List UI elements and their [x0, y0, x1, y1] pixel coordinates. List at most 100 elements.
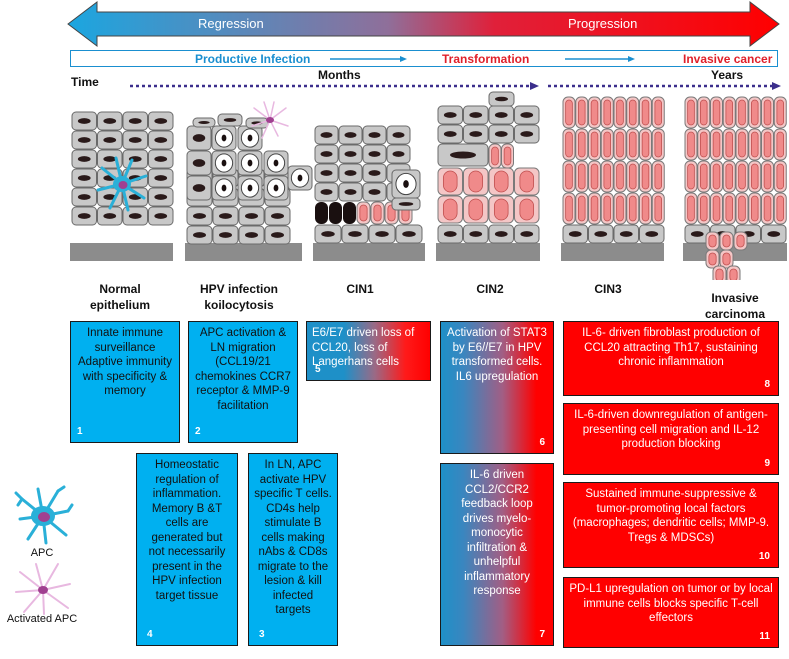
- dysplastic-nucleus: [715, 268, 724, 280]
- dysplastic-nucleus: [725, 195, 734, 222]
- basal-dark-nucleus: [315, 202, 328, 224]
- box-7: IL-6 driven CCL2/CCR2 feedback loop driv…: [440, 463, 554, 646]
- basement-membrane: [436, 243, 540, 261]
- cell-nucleus: [469, 131, 483, 137]
- box-11: PD-L1 upregulation on tumor or by local …: [563, 577, 779, 648]
- cell-nucleus: [103, 137, 117, 143]
- cell-nucleus: [403, 180, 409, 188]
- cell-nucleus: [320, 132, 333, 138]
- dysplastic-nucleus: [641, 195, 650, 222]
- dysplastic-nucleus: [628, 131, 637, 158]
- box-10-number: 10: [758, 550, 770, 562]
- cell-nucleus: [128, 213, 142, 219]
- dysplastic-nucleus: [590, 163, 599, 190]
- cell-nucleus: [77, 156, 91, 162]
- dysplastic-nucleus: [750, 99, 759, 126]
- dysplastic-nucleus: [654, 195, 663, 222]
- box-3-number: 3: [259, 628, 265, 640]
- box-9-text: IL-6-driven downregulation of antigen-pr…: [574, 409, 768, 450]
- cell-nucleus: [344, 170, 357, 176]
- basement-membrane: [561, 243, 664, 261]
- activated-apc-dendrite: [263, 101, 271, 121]
- cell-nucleus: [392, 151, 405, 157]
- dysplastic-nucleus: [708, 252, 717, 266]
- cell-nucleus: [103, 194, 117, 200]
- box-8: IL-6- driven fibroblast production of CC…: [563, 321, 779, 396]
- cell-nucleus: [368, 170, 381, 176]
- cell-nucleus: [392, 132, 405, 138]
- dysplastic-nucleus: [750, 131, 759, 158]
- dysplastic-nucleus: [763, 99, 772, 126]
- dysplastic-nucleus: [725, 163, 734, 190]
- cell-nucleus: [192, 184, 206, 192]
- cell-nucleus: [193, 213, 206, 219]
- cell-nucleus: [348, 231, 362, 237]
- dysplastic-nucleus: [468, 170, 484, 193]
- months-label: Months: [318, 68, 361, 82]
- cell-nucleus: [154, 137, 168, 143]
- cell-nucleus: [247, 134, 253, 142]
- cell-nucleus: [402, 231, 416, 237]
- cell-nucleus: [273, 184, 279, 192]
- box-4: Homeostatic regulation of inflammation. …: [136, 453, 238, 646]
- years-label: Years: [711, 68, 744, 82]
- dysplastic-nucleus: [738, 131, 746, 158]
- cell-nucleus: [223, 118, 237, 122]
- cell-nucleus: [192, 159, 206, 167]
- dysplastic-nucleus: [590, 99, 599, 126]
- dysplastic-nucleus: [738, 195, 746, 222]
- cell-nucleus: [221, 159, 227, 167]
- dysplastic-nucleus: [442, 198, 458, 221]
- dysplastic-nucleus: [641, 163, 650, 190]
- cell-nucleus: [154, 194, 168, 200]
- basement-membrane: [70, 243, 173, 261]
- cell-nucleus: [645, 231, 659, 237]
- dysplastic-nucleus: [565, 195, 573, 222]
- box-7-number: 7: [539, 628, 545, 640]
- cell-nucleus: [368, 151, 381, 157]
- cell-nucleus: [77, 175, 91, 181]
- box-4-text: Homeostatic regulation of inflammation. …: [148, 459, 226, 602]
- dysplastic-nucleus: [712, 131, 721, 158]
- cell-nucleus: [192, 134, 206, 142]
- cell-nucleus: [767, 231, 781, 237]
- cell-nucleus: [77, 118, 91, 124]
- stage-band: [70, 50, 778, 67]
- cell-nucleus: [344, 151, 357, 157]
- dysplastic-nucleus: [687, 195, 695, 222]
- stage-cin1: CIN1: [346, 282, 374, 296]
- basement-membrane: [313, 243, 425, 261]
- dysplastic-nucleus: [722, 234, 731, 248]
- box-3: In LN, APC activate HPV specific T cells…: [248, 453, 338, 646]
- cell-nucleus: [469, 231, 483, 237]
- regression-label: Regression: [198, 16, 264, 31]
- productive-infection-label: Productive Infection: [195, 52, 311, 66]
- dysplastic-nucleus: [603, 163, 612, 190]
- dysplastic-nucleus: [519, 170, 535, 193]
- dysplastic-nucleus: [738, 163, 746, 190]
- dysplastic-nucleus: [729, 268, 738, 280]
- cell-nucleus: [193, 232, 206, 238]
- box-11-number: 11: [759, 630, 770, 642]
- regression-progression-arrow: [67, 0, 780, 48]
- dysplastic-nucleus: [373, 204, 382, 222]
- dysplastic-nucleus: [699, 163, 708, 190]
- dysplastic-nucleus: [628, 195, 637, 222]
- cell-nucleus: [320, 189, 333, 195]
- cell-nucleus: [520, 112, 534, 118]
- activated-apc-nucleus: [266, 117, 274, 123]
- dysplastic-nucleus: [565, 131, 573, 158]
- cell-nucleus: [271, 232, 284, 238]
- apc-icon: [14, 485, 74, 545]
- box-1-number: 1: [77, 425, 83, 437]
- cell-nucleus: [375, 231, 389, 237]
- stage-arrows: [330, 56, 635, 62]
- cell-nucleus: [520, 131, 534, 137]
- box-5: E6/E7 driven loss of CCL20, loss of Lang…: [306, 321, 431, 381]
- cell-nucleus: [219, 232, 232, 238]
- activated-apc-dendrite: [269, 101, 275, 121]
- dysplastic-nucleus: [628, 99, 637, 126]
- box-1-text: Innate immune surveillance Adaptive immu…: [78, 327, 172, 397]
